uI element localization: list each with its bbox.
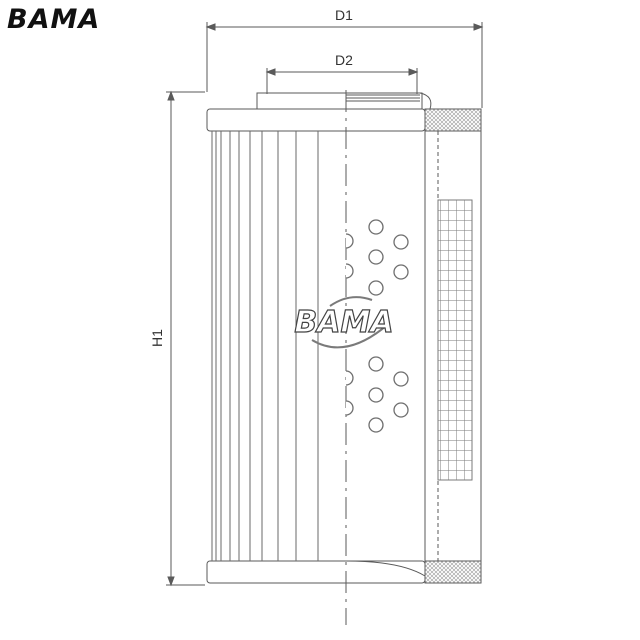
top-knurl-band <box>424 108 482 132</box>
bottom-cap-curve <box>345 560 426 577</box>
bottom-knurl-band <box>424 560 482 584</box>
pleated-media <box>211 131 319 561</box>
brand-logo: BAMA <box>7 4 101 35</box>
watermark-logo: BAMA <box>294 296 394 349</box>
d1-arrows <box>205 23 484 31</box>
perforation-holes <box>345 219 409 433</box>
d1-label: D1 <box>335 7 353 23</box>
h1-arrows <box>167 90 175 587</box>
d2-arrows <box>265 68 419 76</box>
h1-label: H1 <box>149 329 165 347</box>
support-mesh <box>437 199 473 481</box>
top-end-cap <box>206 108 426 132</box>
d2-label: D2 <box>335 52 353 68</box>
watermark-text: BAMA <box>294 305 393 340</box>
